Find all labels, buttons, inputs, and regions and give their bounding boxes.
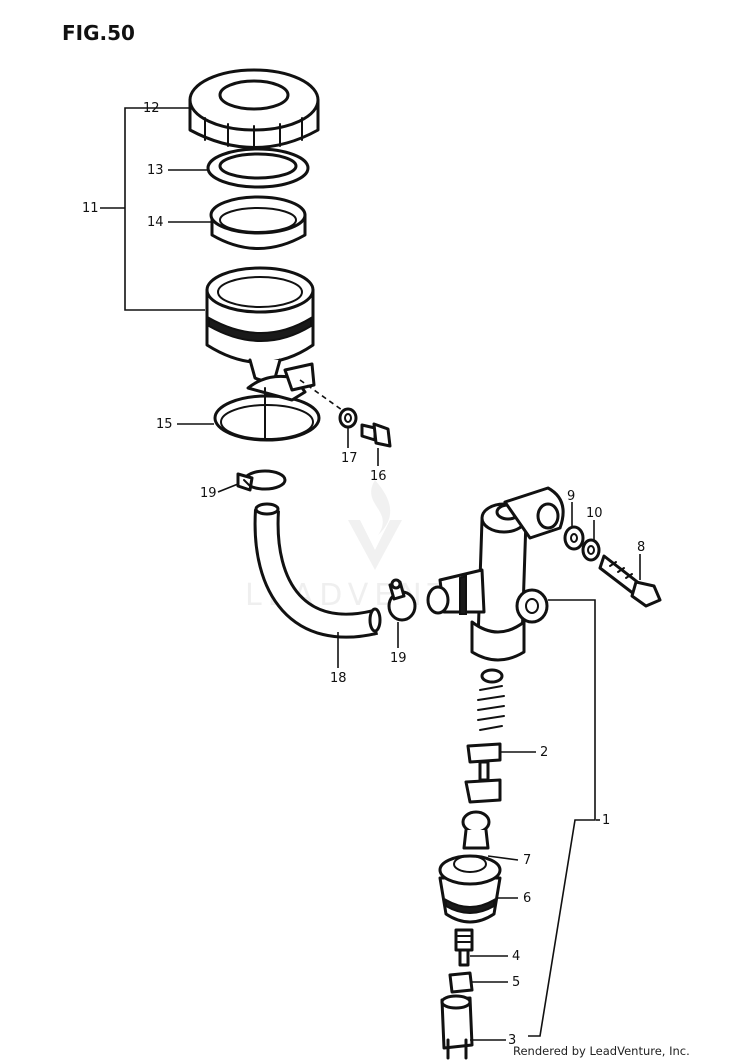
hose xyxy=(253,502,382,639)
boot xyxy=(438,854,502,924)
callout-12: 12 xyxy=(143,101,160,116)
callout-11: 11 xyxy=(82,201,99,216)
reservoir-body xyxy=(205,266,315,382)
callout-14: 14 xyxy=(147,215,164,230)
callout-15: 15 xyxy=(156,417,173,432)
callout-labels: 11 12 13 14 15 17 16 19 18 19 9 10 8 1 2… xyxy=(82,101,645,1048)
pushrod xyxy=(454,928,474,967)
diaphragm-plate xyxy=(206,147,310,189)
hose-clamp-lower xyxy=(387,578,417,622)
reservoir-band xyxy=(213,362,321,442)
callout-6: 6 xyxy=(523,891,531,906)
diaphragm xyxy=(209,195,307,250)
leader-lines xyxy=(100,107,641,1041)
callout-3: 3 xyxy=(508,1033,516,1048)
nut-5 xyxy=(448,971,474,994)
callout-2: 2 xyxy=(540,745,548,760)
callout-19-upper: 19 xyxy=(200,486,217,501)
callout-7: 7 xyxy=(523,853,531,868)
bolt-16 xyxy=(360,422,392,448)
callout-16: 16 xyxy=(370,469,387,484)
clevis xyxy=(440,994,474,1060)
callout-5: 5 xyxy=(512,975,520,990)
callout-19-lower: 19 xyxy=(390,651,407,666)
washer-17 xyxy=(338,407,358,429)
callout-1: 1 xyxy=(602,813,610,828)
piston-spring xyxy=(464,668,505,804)
callout-17: 17 xyxy=(341,451,358,466)
washer-9 xyxy=(563,525,585,551)
callout-13: 13 xyxy=(147,163,164,178)
credit-text: Rendered by LeadVenture, Inc. xyxy=(513,1044,690,1058)
seal-10 xyxy=(581,538,601,562)
callout-4: 4 xyxy=(512,949,520,964)
reservoir-cap xyxy=(188,68,320,149)
callout-9: 9 xyxy=(567,489,575,504)
callout-8: 8 xyxy=(637,540,645,555)
bolt-8 xyxy=(598,554,662,608)
callout-18: 18 xyxy=(330,671,347,686)
figure-title: FIG.50 xyxy=(62,21,135,45)
hose-clamp-upper xyxy=(236,469,287,492)
pushrod-cap xyxy=(461,810,491,850)
callout-10: 10 xyxy=(586,506,603,521)
master-cylinder-body xyxy=(426,486,565,662)
